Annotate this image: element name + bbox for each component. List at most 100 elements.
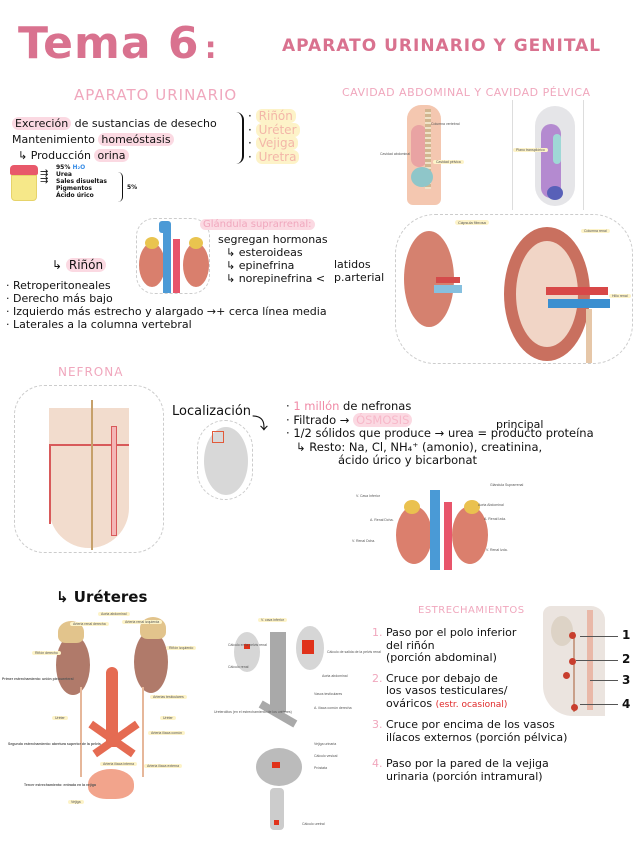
rinon-points: · Retroperitoneales · Derecho más bajo ·… xyxy=(6,279,327,331)
function-homeostasis: Mantenimiento homeóstasis xyxy=(12,133,252,146)
fig-number-3: 3 xyxy=(622,673,631,687)
localizacion-label: Localización xyxy=(172,404,252,419)
urine-arrows: ⇉⇉ xyxy=(40,168,49,186)
fig-label: Cálculo vesical xyxy=(314,754,338,758)
figure-ureter-calculi xyxy=(234,622,334,832)
title-subtitle: APARATO URINARIO Y GENITAL xyxy=(282,36,602,56)
fig-label: Cavidad abdominal xyxy=(380,152,410,156)
section-heading-nefrona: NEFRONA xyxy=(58,365,124,379)
fig-label: A. Renal Izda. xyxy=(484,517,506,521)
fig-label: Arteria ilíaca interna xyxy=(100,762,138,766)
suprarrenal-notes: segregan hormonas ↳ esteroideas ↳ epinef… xyxy=(218,233,328,285)
fact-resto: ↳ Resto: Na, Cl, NH₄⁺ (amonio), creatini… xyxy=(296,439,543,454)
figure-nephron xyxy=(14,385,164,553)
fig-label: Cálculo renal xyxy=(228,665,249,669)
fig-label: Riñón derecho xyxy=(32,651,61,655)
fig-label: Primer estrechamiento: unión pieloureter… xyxy=(2,677,74,681)
fig-label: Uréter xyxy=(52,716,68,720)
others-percent: 5% xyxy=(127,184,138,191)
fig-label: V. Cava Inferior xyxy=(356,494,380,498)
organ-rinon: · Riñón xyxy=(248,109,300,124)
fig-label: Cálculo de salida de la pelvis renal xyxy=(327,650,381,654)
fig-number-1: 1 xyxy=(622,628,631,642)
fig-label: Segundo estrechamiento: abertura superio… xyxy=(8,742,101,746)
page-title: Tema 6 : xyxy=(18,18,217,69)
fig-label: Vejiga xyxy=(68,800,84,804)
urine-cup-icon xyxy=(10,165,38,201)
composition-brace xyxy=(118,172,123,202)
fig-label: Próstata xyxy=(314,766,328,770)
title-main: Tema 6 xyxy=(18,18,200,69)
fig-label: Plano transpilórico xyxy=(513,148,548,152)
fig-label: Arteria renal derecha xyxy=(70,622,109,626)
functions-list: Excreción de sustancias de desecho Mante… xyxy=(12,117,252,162)
fig-label: Aorta Abdominal xyxy=(478,503,504,507)
fact-resto-cont: ácido úrico y bicarbonat xyxy=(338,453,478,467)
fig-label: Arteria renal izquierda xyxy=(122,620,163,624)
fig-label: V. Renal Izda. xyxy=(486,548,508,552)
fig-label: Cálculo en la pelvis renal xyxy=(228,643,267,647)
figure-kidney-location xyxy=(197,420,253,500)
fig-label: A. ilíaca común derecha xyxy=(314,706,352,710)
fact-million: · 1 millón de nefronas xyxy=(286,399,412,413)
fig-label: Arteria ilíaca externa xyxy=(144,764,183,768)
fig-label: Arterias testiculares xyxy=(150,695,187,699)
fig-label: Columna renal xyxy=(581,229,610,233)
function-orina: ↳ Producción orina xyxy=(12,149,252,162)
section-heading-cavidad: CAVIDAD ABDOMINAL Y CAVIDAD PÉLVICA xyxy=(342,86,591,99)
section-heading-aparato-urinario: APARATO URINARIO xyxy=(74,86,238,104)
fig-label: Vasos testiculares xyxy=(314,692,343,696)
fig-label: Vejiga urinaria xyxy=(314,742,337,746)
fig-label: Cápsula fibrosa xyxy=(455,220,489,225)
fig-label: Aorta abdominal xyxy=(322,674,348,678)
fig-label: Riñón izquierdo xyxy=(166,646,197,650)
fig-label: Arteria ilíaca común xyxy=(148,731,185,735)
urine-composition: 95% H₂O Urea Sales disueltas Pigmentos Á… xyxy=(56,164,107,199)
arrow-icon: ⤵ xyxy=(252,414,269,433)
fact-principal-note: principal xyxy=(496,418,544,431)
figure-ureters-arteries xyxy=(30,615,200,805)
fig-number-4: 4 xyxy=(622,697,631,711)
organ-ureter: · Uréter xyxy=(248,122,300,138)
fig-label: Cálculo uretral xyxy=(302,822,325,826)
fig-label: Tercer estrechamiento: entrada en la vej… xyxy=(24,783,96,787)
nefrona-facts: · 1 millón de nefronas · Filtrado → ÓSMO… xyxy=(286,399,594,468)
figure-renal-vessels xyxy=(392,490,492,570)
fact-solidos: · 1/2 sólidos que produce → urea = produ… xyxy=(286,426,594,440)
organ-uretra: · Uretra xyxy=(248,149,300,165)
suprarrenal-effects: latidos p.arterial xyxy=(334,258,385,284)
fig-label: Uréter xyxy=(160,716,176,720)
fig-label: Glándula Suprarrenal xyxy=(490,483,524,487)
figure-ureter-narrowings xyxy=(543,606,605,716)
fig-label: V. Renal Dcha. xyxy=(352,539,376,543)
organs-brace xyxy=(236,112,244,164)
fig-label: Aorta abdominal xyxy=(98,612,130,616)
function-excrecion: Excreción de sustancias de desecho xyxy=(12,117,252,130)
figure-kidney-anatomy xyxy=(395,214,633,364)
figure-sagittal-cavities xyxy=(512,100,584,210)
leader-line xyxy=(580,636,618,637)
organs-list: · Riñón · Uréter · Vejiga · Uretra xyxy=(248,109,300,165)
fig-label: Hilio renal xyxy=(609,294,631,298)
fig-label: Columna vertebral xyxy=(431,122,460,126)
suprarrenal-heading: Glándula suprarrenal: xyxy=(200,219,315,230)
figure-abdominal-cavity xyxy=(393,105,455,205)
fact-filtrado: · Filtrado → ÓSMOSIS xyxy=(286,412,594,428)
fig-number-2: 2 xyxy=(622,652,631,666)
fig-label: A. Renal Dcha. xyxy=(370,518,394,522)
title-colon: : xyxy=(204,31,217,66)
figure-adrenal-kidneys xyxy=(136,218,210,294)
section-heading-estrechamientos: ESTRECHAMIENTOS xyxy=(418,605,525,616)
leader-line xyxy=(576,660,618,661)
fig-label: Cavidad pélvica xyxy=(433,160,464,164)
fig-label: V. cava inferior xyxy=(258,618,288,622)
leader-line xyxy=(580,704,618,705)
rinon-heading: ↳ Riñón xyxy=(52,258,107,272)
fig-label: Ureterolitos (en el estrechamiento de lo… xyxy=(214,710,292,714)
organ-vejiga: · Vejiga xyxy=(248,136,300,151)
